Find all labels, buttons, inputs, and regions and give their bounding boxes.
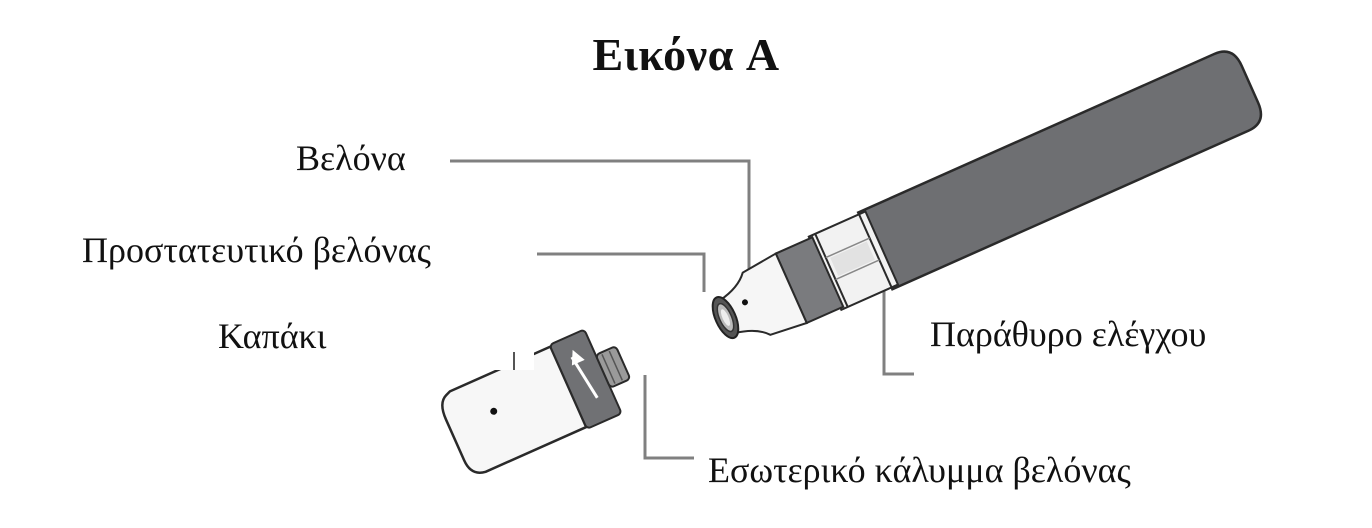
inspection-window-leader-line [882, 290, 914, 376]
needle-leader-line [450, 159, 751, 296]
needle-guard-leader-line [537, 252, 706, 292]
label-needle: Βελόνα [296, 138, 406, 178]
pen-body [711, 50, 1263, 340]
label-needle-guard: Προστατευτικό βελόνας [82, 230, 431, 270]
label-inner-needle-cover: Εσωτερικό κάλυμμα βελόνας [708, 450, 1131, 490]
cap [441, 329, 631, 474]
inner-cover-leader-line [643, 375, 694, 460]
leader-lines [450, 159, 914, 460]
label-cap: Καπάκι [218, 316, 327, 356]
cap-label-mask [452, 334, 534, 370]
figure-title: Εικόνα A [592, 29, 780, 80]
label-inspection-window: Παράθυρο ελέγχου [930, 314, 1207, 354]
